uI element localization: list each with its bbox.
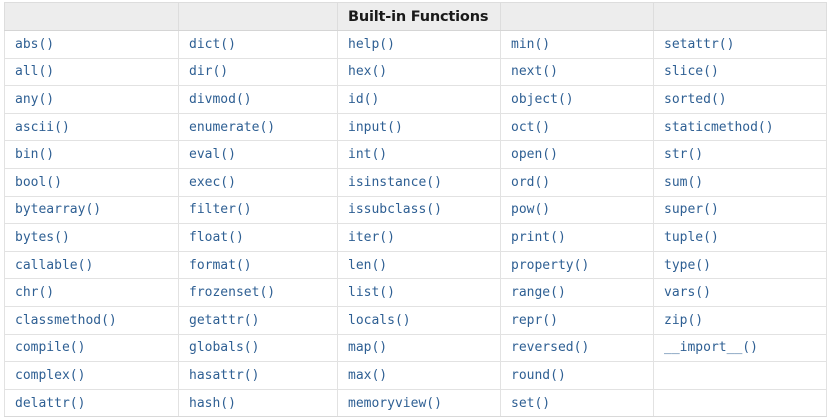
function-name-cell[interactable]: ascii() xyxy=(4,112,179,142)
table-row: classmethod()getattr()locals()repr()zip(… xyxy=(4,305,827,335)
table-row: callable()format()len()property()type() xyxy=(4,250,827,280)
function-name-cell[interactable]: pow() xyxy=(500,195,654,225)
function-name-cell[interactable]: locals() xyxy=(337,305,501,335)
function-name-cell[interactable]: max() xyxy=(337,361,501,390)
function-name-cell[interactable]: iter() xyxy=(337,223,501,252)
function-name-cell[interactable]: complex() xyxy=(4,361,179,390)
function-name-cell[interactable]: map() xyxy=(337,333,501,363)
table-row: all()dir()hex()next()slice() xyxy=(4,57,827,87)
function-name-cell[interactable]: reversed() xyxy=(500,333,654,363)
function-name-cell[interactable]: sorted() xyxy=(653,85,827,114)
function-name-cell[interactable]: compile() xyxy=(4,333,179,363)
function-name-cell[interactable]: sum() xyxy=(653,167,827,197)
function-name-cell[interactable]: str() xyxy=(653,140,827,169)
column-header-title: Built-in Functions xyxy=(337,2,501,31)
function-name-cell[interactable]: slice() xyxy=(653,57,827,87)
function-name-cell[interactable]: range() xyxy=(500,278,654,307)
function-name-cell[interactable]: dir() xyxy=(178,57,338,87)
function-name-cell[interactable]: enumerate() xyxy=(178,112,338,142)
function-name-cell[interactable]: next() xyxy=(500,57,654,87)
function-name-cell[interactable]: callable() xyxy=(4,250,179,280)
function-name-cell[interactable]: repr() xyxy=(500,305,654,335)
function-name-cell[interactable]: set() xyxy=(500,388,654,417)
function-name-cell[interactable]: divmod() xyxy=(178,85,338,114)
function-name-cell[interactable]: hash() xyxy=(178,388,338,417)
function-name-cell[interactable]: frozenset() xyxy=(178,278,338,307)
function-name-cell[interactable]: all() xyxy=(4,57,179,87)
function-name-cell[interactable]: staticmethod() xyxy=(653,112,827,142)
function-name-cell[interactable]: memoryview() xyxy=(337,388,501,417)
function-name-cell[interactable]: oct() xyxy=(500,112,654,142)
function-name-cell[interactable]: isinstance() xyxy=(337,167,501,197)
function-name-cell[interactable]: tuple() xyxy=(653,223,827,252)
column-header-5 xyxy=(653,2,827,31)
function-name-cell[interactable]: float() xyxy=(178,223,338,252)
column-header-4 xyxy=(500,2,654,31)
table-body: abs()dict()help()min()setattr()all()dir(… xyxy=(4,30,827,417)
function-name-cell[interactable]: input() xyxy=(337,112,501,142)
table-row: compile()globals()map()reversed()__impor… xyxy=(4,333,827,363)
function-name-cell[interactable]: round() xyxy=(500,361,654,390)
builtin-functions-table: Built-in Functions abs()dict()help()min(… xyxy=(4,2,827,417)
function-name-cell[interactable]: vars() xyxy=(653,278,827,307)
table-row: any()divmod()id()object()sorted() xyxy=(4,85,827,114)
function-name-cell[interactable]: eval() xyxy=(178,140,338,169)
function-name-cell[interactable]: exec() xyxy=(178,167,338,197)
table-row: delattr()hash()memoryview()set() xyxy=(4,388,827,417)
table-row: bin()eval()int()open()str() xyxy=(4,140,827,169)
function-name-cell[interactable]: type() xyxy=(653,250,827,280)
column-header-1 xyxy=(4,2,179,31)
table-header-row: Built-in Functions xyxy=(4,2,827,31)
function-name-cell[interactable]: setattr() xyxy=(653,30,827,59)
function-name-cell[interactable]: globals() xyxy=(178,333,338,363)
function-name-cell[interactable]: getattr() xyxy=(178,305,338,335)
function-name-cell[interactable]: list() xyxy=(337,278,501,307)
column-header-2 xyxy=(178,2,338,31)
table-row: chr()frozenset()list()range()vars() xyxy=(4,278,827,307)
table-header: Built-in Functions xyxy=(4,2,827,31)
function-name-cell[interactable]: filter() xyxy=(178,195,338,225)
function-name-cell[interactable]: bytearray() xyxy=(4,195,179,225)
function-name-cell[interactable]: super() xyxy=(653,195,827,225)
table-cell-empty xyxy=(653,388,827,417)
table-row: abs()dict()help()min()setattr() xyxy=(4,30,827,59)
table-row: ascii()enumerate()input()oct()staticmeth… xyxy=(4,112,827,142)
function-name-cell[interactable]: len() xyxy=(337,250,501,280)
function-name-cell[interactable]: hasattr() xyxy=(178,361,338,390)
function-name-cell[interactable]: dict() xyxy=(178,30,338,59)
table-row: bytearray()filter()issubclass()pow()supe… xyxy=(4,195,827,225)
function-name-cell[interactable]: bin() xyxy=(4,140,179,169)
table-row: complex()hasattr()max()round() xyxy=(4,361,827,390)
function-name-cell[interactable]: object() xyxy=(500,85,654,114)
function-name-cell[interactable]: chr() xyxy=(4,278,179,307)
function-name-cell[interactable]: id() xyxy=(337,85,501,114)
table-row: bytes()float()iter()print()tuple() xyxy=(4,223,827,252)
function-name-cell[interactable]: delattr() xyxy=(4,388,179,417)
function-name-cell[interactable]: help() xyxy=(337,30,501,59)
function-name-cell[interactable]: issubclass() xyxy=(337,195,501,225)
function-name-cell[interactable]: hex() xyxy=(337,57,501,87)
function-name-cell[interactable]: int() xyxy=(337,140,501,169)
function-name-cell[interactable]: zip() xyxy=(653,305,827,335)
function-name-cell[interactable]: abs() xyxy=(4,30,179,59)
table-cell-empty xyxy=(653,361,827,390)
function-name-cell[interactable]: print() xyxy=(500,223,654,252)
table-row: bool()exec()isinstance()ord()sum() xyxy=(4,167,827,197)
function-name-cell[interactable]: bytes() xyxy=(4,223,179,252)
function-name-cell[interactable]: ord() xyxy=(500,167,654,197)
function-name-cell[interactable]: open() xyxy=(500,140,654,169)
function-name-cell[interactable]: min() xyxy=(500,30,654,59)
function-name-cell[interactable]: any() xyxy=(4,85,179,114)
function-name-cell[interactable]: format() xyxy=(178,250,338,280)
function-name-cell[interactable]: __import__() xyxy=(653,333,827,363)
function-name-cell[interactable]: property() xyxy=(500,250,654,280)
function-name-cell[interactable]: bool() xyxy=(4,167,179,197)
function-name-cell[interactable]: classmethod() xyxy=(4,305,179,335)
